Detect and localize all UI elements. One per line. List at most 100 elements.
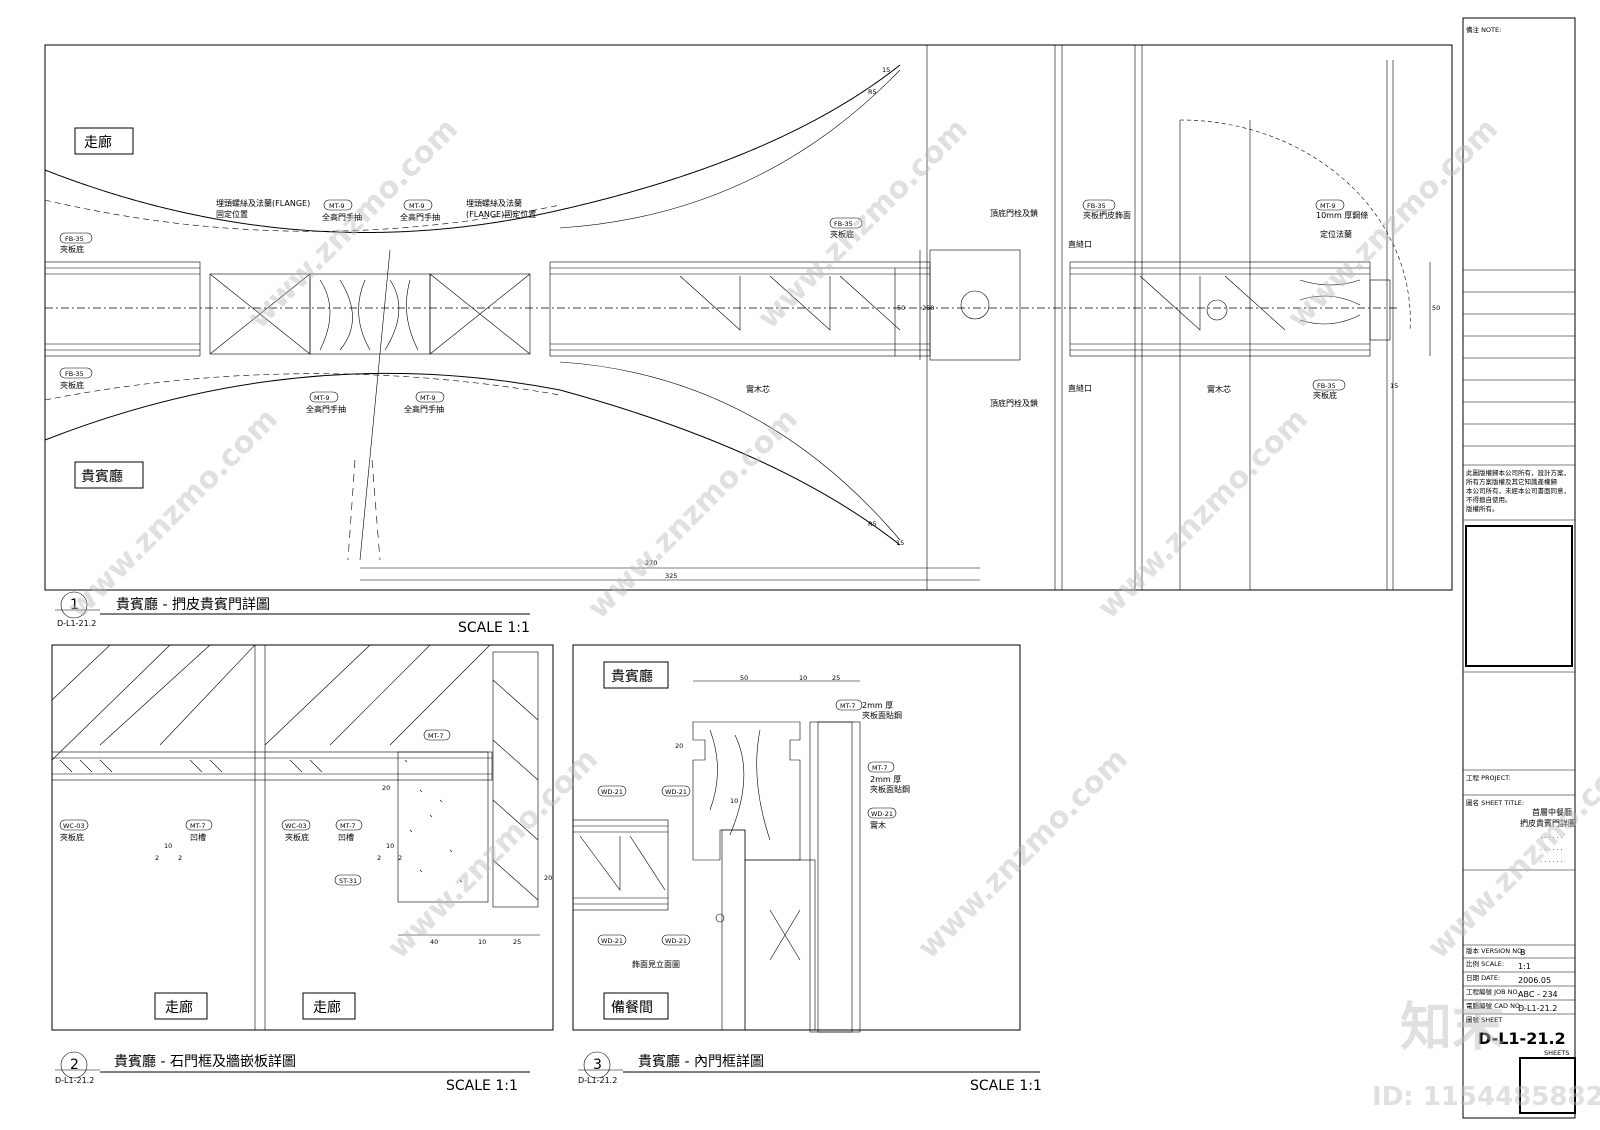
watermark: www.znzmo.com www.znzmo.com www.znzmo.co… [61, 112, 1600, 1112]
svg-text:實木: 實木 [870, 820, 886, 830]
room-label-corridor: 走廊 [84, 134, 112, 151]
svg-text:全高門手抽: 全高門手抽 [306, 404, 346, 414]
logo-box [1465, 525, 1573, 667]
svg-text:MT-9: MT-9 [420, 394, 435, 402]
svg-text:270: 270 [645, 559, 657, 567]
svg-text:(FLANGE)固定位置: (FLANGE)固定位置 [466, 209, 536, 219]
svg-text:10: 10 [164, 842, 172, 850]
svg-text:FB-35: FB-35 [65, 370, 84, 378]
svg-text:夾板底: 夾板底 [60, 380, 84, 390]
svg-text:2: 2 [398, 854, 402, 862]
svg-text:夾板底: 夾板底 [1313, 390, 1337, 400]
svg-text:15: 15 [882, 66, 890, 74]
svg-text:D-L1-21.2: D-L1-21.2 [55, 1076, 94, 1085]
svg-text:圖名 SHEET TITLE:: 圖名 SHEET TITLE: [1466, 798, 1524, 807]
room-label-d3-top: 貴賓廳 [611, 668, 653, 685]
svg-text:2mm 厚: 2mm 厚 [870, 775, 901, 784]
svg-text:WD-21: WD-21 [871, 810, 893, 818]
svg-text:WD-21: WD-21 [601, 788, 623, 796]
svg-text:直縫口: 直縫口 [1068, 383, 1092, 393]
svg-text:版權所有。: 版權所有。 [1466, 504, 1499, 513]
svg-text:日期 DATE:: 日期 DATE: [1466, 974, 1500, 982]
detail-3-title-block: 3 D-L1-21.2 貴賓廳 - 內門框詳圖 SCALE 1:1 [578, 1051, 1042, 1094]
svg-text:25: 25 [832, 674, 840, 682]
room-label-box-d2-left [154, 992, 208, 1020]
svg-text:325: 325 [665, 572, 677, 580]
room-label-box-d3-bottom [603, 992, 669, 1020]
svg-text:夾板面貼鋼: 夾板面貼鋼 [870, 784, 910, 794]
room-label-box-corridor [74, 127, 134, 155]
svg-text:MT-9: MT-9 [409, 202, 424, 210]
svg-text:首層中餐廳: 首層中餐廳 [1532, 807, 1572, 817]
svg-text:凹槽: 凹槽 [190, 832, 206, 842]
svg-text:2: 2 [377, 854, 381, 862]
svg-text:夾板底: 夾板底 [830, 229, 854, 239]
room-label-d2-left: 走廊 [165, 999, 193, 1016]
svg-text:圖號 SHEET: 圖號 SHEET [1466, 1015, 1502, 1024]
svg-text:10: 10 [386, 842, 394, 850]
svg-text:10: 10 [478, 938, 486, 946]
room-label-box-d2-right [302, 992, 356, 1020]
svg-text:50: 50 [1432, 304, 1440, 312]
svg-text:www.znzmo.com: www.znzmo.com [911, 742, 1135, 966]
svg-text:SCALE 1:1: SCALE 1:1 [446, 1078, 518, 1094]
svg-text:飾面見立面圖: 飾面見立面圖 [632, 959, 680, 969]
detail-1-callouts: FB-35 夾板底 MT-9 全高門手抽 MT-9 全高門手抽 FB-35 夾板… [59, 199, 1368, 414]
svg-text:15: 15 [1390, 382, 1398, 390]
title-block: 備注 NOTE: 此圖版權歸本公司所有，設計方案， 所有方案版權及其它知識產權歸… [1462, 17, 1576, 1119]
svg-text:此圖版權歸本公司所有，設計方案，: 此圖版權歸本公司所有，設計方案， [1466, 468, 1570, 477]
room-label-d2-right: 走廊 [313, 999, 341, 1016]
svg-text:www.znzmo.com: www.znzmo.com [581, 402, 805, 626]
detail-1-dimensions: 270 325 250 50 50 15 15 15 R5 R5 [645, 66, 1440, 580]
svg-text:固定位置: 固定位置 [216, 209, 248, 219]
svg-text:SHEETS: SHEETS [1544, 1049, 1569, 1057]
detail-3 [572, 644, 1021, 1033]
svg-text:版本 VERSION NO.: 版本 VERSION NO. [1466, 946, 1524, 955]
svg-text:MT-9: MT-9 [314, 394, 329, 402]
svg-text:3: 3 [593, 1057, 602, 1073]
svg-text:2: 2 [178, 854, 182, 862]
svg-text:夾板底: 夾板底 [60, 832, 84, 842]
svg-text:1: 1 [70, 597, 79, 613]
detail-1 [44, 44, 1453, 591]
svg-text:50: 50 [897, 304, 905, 312]
svg-text:SCALE 1:1: SCALE 1:1 [970, 1078, 1042, 1094]
svg-text:工程編號 JOB NO.: 工程編號 JOB NO. [1466, 987, 1519, 996]
svg-text:夾板面貼鋼: 夾板面貼鋼 [862, 710, 902, 720]
svg-text:貴賓廳 - 捫皮貴賓門詳圖: 貴賓廳 - 捫皮貴賓門詳圖 [116, 596, 270, 613]
detail-1-notes: 埋頭螺絲及法蘭(FLANGE) 固定位置 埋頭螺絲及法蘭 (FLANGE)固定位… [216, 198, 1352, 408]
svg-text:SCALE 1:1: SCALE 1:1 [458, 620, 530, 636]
svg-text:40: 40 [430, 938, 438, 946]
svg-text:備注 NOTE:: 備注 NOTE: [1466, 25, 1501, 34]
watermark-id: ID: 1154485882 [1372, 1082, 1600, 1112]
svg-text:MT-7: MT-7 [190, 822, 205, 830]
svg-text:10: 10 [799, 674, 807, 682]
svg-text:所有方案版權及其它知識產權歸: 所有方案版權及其它知識產權歸 [1466, 477, 1558, 486]
svg-text:2006.05: 2006.05 [1518, 976, 1551, 985]
svg-text:WC-03: WC-03 [63, 822, 85, 830]
room-label-vip: 貴賓廳 [81, 468, 123, 485]
svg-text:2mm 厚: 2mm 厚 [862, 701, 893, 710]
svg-text:實木芯: 實木芯 [746, 384, 770, 394]
svg-text:埋頭螺絲及法蘭(FLANGE): 埋頭螺絲及法蘭(FLANGE) [216, 198, 310, 208]
detail-2 [51, 644, 554, 1031]
svg-text:WD-21: WD-21 [665, 788, 687, 796]
svg-text:不得擅自使用。: 不得擅自使用。 [1466, 495, 1512, 504]
svg-text:. . . . . .: . . . . . . [1540, 856, 1563, 864]
svg-text:直縫口: 直縫口 [1068, 239, 1092, 249]
room-label-box-vip [74, 461, 144, 489]
svg-text:比例 SCALE:: 比例 SCALE: [1466, 959, 1504, 968]
svg-text:FB-35: FB-35 [65, 235, 84, 243]
svg-text:本公司所有，未經本公司書面同意，: 本公司所有，未經本公司書面同意， [1466, 486, 1570, 495]
svg-text:www.znzmo.com: www.znzmo.com [61, 402, 285, 626]
svg-text:MT-9: MT-9 [1320, 202, 1335, 210]
svg-text:D-L1-21.2: D-L1-21.2 [57, 619, 96, 628]
svg-text:貴賓廳 - 內門框詳圖: 貴賓廳 - 內門框詳圖 [638, 1053, 764, 1070]
svg-text:25: 25 [513, 938, 521, 946]
svg-text:夾板底: 夾板底 [60, 244, 84, 254]
svg-text:250: 250 [922, 304, 934, 312]
svg-text:實木芯: 實木芯 [1207, 384, 1231, 394]
svg-text:20: 20 [382, 784, 390, 792]
svg-text:定位法蘭: 定位法蘭 [1320, 229, 1352, 239]
svg-text:捫皮貴賓門詳圖: 捫皮貴賓門詳圖 [1520, 818, 1576, 828]
